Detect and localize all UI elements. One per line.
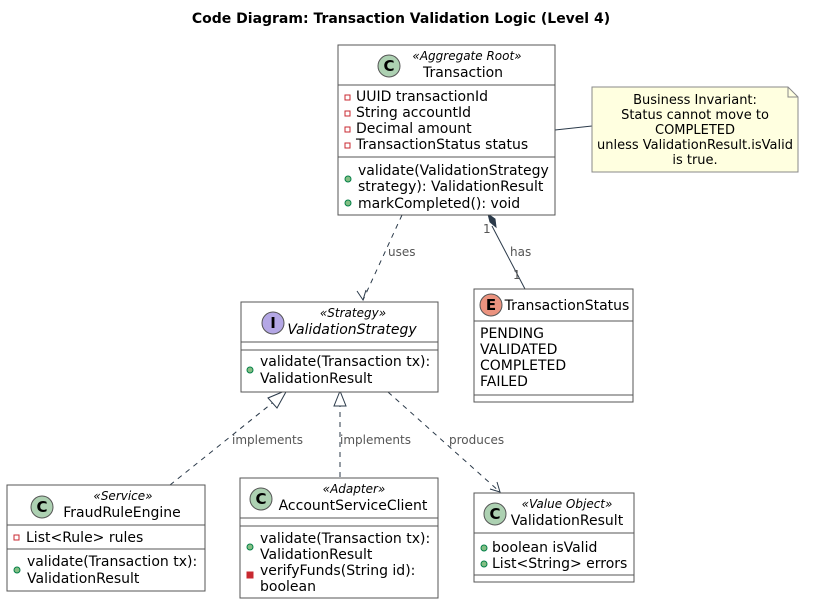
interface-name: ValidationStrategy: [287, 322, 417, 338]
stereotype: «Adapter»: [323, 482, 386, 496]
note-connector: [554, 125, 593, 131]
method-continuation: ValidationResult: [260, 547, 373, 563]
class-icon-letter: C: [255, 490, 266, 508]
note-line: Status cannot move to: [621, 108, 769, 123]
edge-implements-fraud: implements: [169, 388, 303, 486]
attribute: UUID transactionId: [356, 89, 488, 105]
method: verifyFunds(String id):: [260, 563, 415, 579]
enum-value: PENDING: [480, 326, 544, 342]
enum-value: COMPLETED: [480, 358, 566, 374]
edge-has-source-multiplicity: 1: [483, 222, 491, 236]
edge-implements-account: implements: [333, 389, 411, 477]
attribute: boolean isValid: [492, 540, 597, 556]
enum-icon-letter: E: [486, 296, 496, 314]
class-name: FraudRuleEngine: [63, 505, 181, 521]
composition-diamond: [487, 212, 497, 229]
method: validate(Transaction tx):: [260, 531, 430, 547]
method: validate(Transaction tx):: [260, 354, 430, 370]
edge-produces-label: produces: [449, 433, 504, 447]
edge-implements-fraud-label: implements: [232, 433, 303, 447]
method: validate(ValidationStrategy: [358, 163, 549, 179]
class-fraud-rule-engine: C «Service» FraudRuleEngine List<Rule> r…: [6, 484, 206, 592]
note-line: unless ValidationResult.isValid: [597, 138, 793, 153]
class-icon: [377, 54, 401, 78]
class-account-service-client: C «Adapter» AccountServiceClient validat…: [239, 477, 439, 599]
class-icon-letter: C: [36, 498, 47, 516]
class-validation-result: C «Value Object» ValidationResult boolea…: [473, 492, 635, 583]
edge-produces: produces: [387, 391, 504, 493]
interface-icon-letter: I: [270, 314, 276, 332]
class-icon: [249, 487, 273, 511]
class-transaction: C «Aggregate Root» Transaction UUID tran…: [337, 44, 556, 216]
note-line: is true.: [672, 153, 717, 168]
edge-has-target-multiplicity: 1: [513, 268, 521, 282]
class-name: Transaction: [422, 65, 503, 81]
note-line: COMPLETED: [655, 123, 735, 138]
enum-transaction-status: E TransactionStatus PENDING VALIDATED CO…: [473, 288, 634, 403]
edge-uses-label: uses: [388, 245, 416, 259]
enum-name: TransactionStatus: [504, 298, 630, 314]
class-icon: [483, 502, 507, 526]
diagram-title: Code Diagram: Transaction Validation Log…: [192, 11, 610, 27]
note-business-invariant: Business Invariant: Status cannot move t…: [591, 86, 799, 173]
methods: validate(ValidationStrategy strategy): V…: [344, 163, 549, 212]
stereotype: «Service»: [93, 489, 152, 503]
edge-has-label: has: [510, 245, 531, 259]
class-name: AccountServiceClient: [279, 498, 428, 514]
attributes: UUID transactionId String accountId Deci…: [344, 89, 528, 153]
attribute: String accountId: [356, 105, 471, 121]
edge-uses: uses: [356, 214, 416, 302]
class-icon-letter: C: [489, 505, 500, 523]
enum-value: FAILED: [480, 374, 528, 390]
method: validate(Transaction tx):: [27, 554, 197, 570]
enum-icon: [479, 293, 503, 317]
class-icon: [30, 495, 54, 519]
realization-arrowhead: [333, 389, 347, 407]
attribute: List<Rule> rules: [26, 530, 143, 546]
class-icon-letter: C: [383, 57, 394, 75]
method-continuation: ValidationResult: [260, 371, 373, 387]
class-name: ValidationResult: [511, 513, 624, 529]
method-continuation: strategy): ValidationResult: [358, 179, 544, 195]
stereotype: «Value Object»: [522, 497, 613, 511]
enum-value: VALIDATED: [480, 342, 557, 358]
stereotype: «Strategy»: [320, 306, 386, 320]
method-continuation: ValidationResult: [27, 571, 140, 587]
stereotype: «Aggregate Root»: [412, 49, 521, 63]
interface-icon: [261, 311, 285, 335]
note-line: Business Invariant:: [633, 93, 757, 108]
attribute: List<String> errors: [492, 556, 627, 572]
attribute: TransactionStatus status: [355, 137, 528, 153]
edge-implements-account-label: implements: [340, 433, 411, 447]
edge-has: has 1 1: [483, 212, 531, 290]
realization-arrowhead: [267, 388, 289, 409]
method-continuation: boolean: [260, 579, 316, 595]
attribute: Decimal amount: [356, 121, 472, 137]
interface-validation-strategy: I «Strategy» ValidationStrategy validate…: [240, 301, 439, 393]
method: markCompleted(): void: [358, 196, 520, 212]
